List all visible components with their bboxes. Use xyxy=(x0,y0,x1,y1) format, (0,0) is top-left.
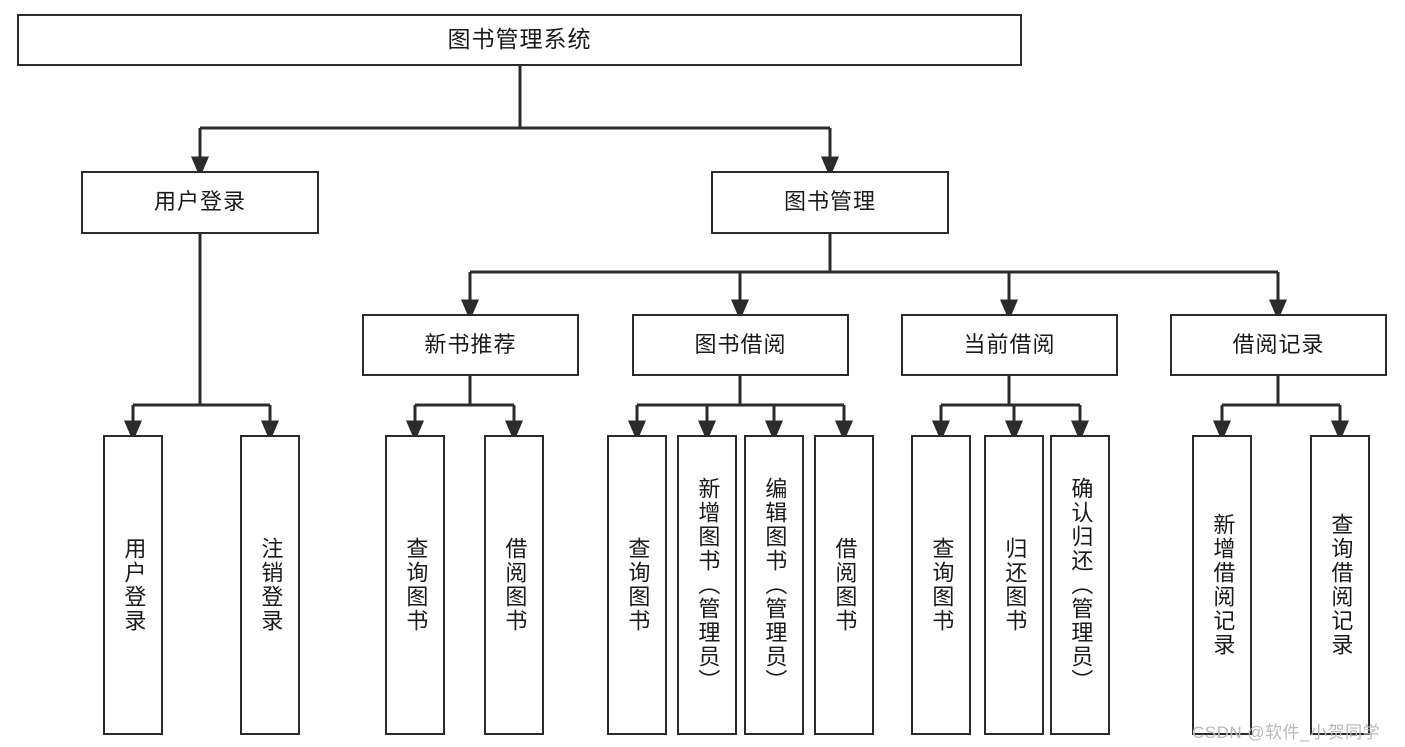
leaf-add-borrow-record-label: 新增借阅记录 xyxy=(1210,513,1236,657)
leaf-query-book-borrow-label: 查询图书 xyxy=(625,537,651,633)
leaf-add-book-label: 新增图书（管理员） xyxy=(695,477,721,693)
leaf-confirm-return[interactable]: 确认归还（管理员） xyxy=(1050,435,1110,735)
leaf-user-login[interactable]: 用户登录 xyxy=(103,435,163,735)
node-new-book-recommend-label: 新书推荐 xyxy=(424,331,517,357)
leaf-query-borrow-record[interactable]: 查询借阅记录 xyxy=(1310,435,1370,735)
node-root-system[interactable]: 图书管理系统 xyxy=(17,14,1022,66)
leaf-borrow-book[interactable]: 借阅图书 xyxy=(814,435,874,735)
leaf-query-borrow-record-label: 查询借阅记录 xyxy=(1328,513,1354,657)
leaf-edit-book[interactable]: 编辑图书（管理员） xyxy=(744,435,804,735)
leaf-confirm-return-label: 确认归还（管理员） xyxy=(1068,477,1094,693)
node-book-manage-label: 图书管理 xyxy=(783,189,876,215)
node-book-manage[interactable]: 图书管理 xyxy=(711,171,949,234)
leaf-query-book-recommend-label: 查询图书 xyxy=(403,537,429,633)
node-book-borrow[interactable]: 图书借阅 xyxy=(632,314,849,376)
node-new-book-recommend[interactable]: 新书推荐 xyxy=(362,314,579,376)
leaf-user-logout[interactable]: 注销登录 xyxy=(240,435,300,735)
leaf-query-book-current[interactable]: 查询图书 xyxy=(911,435,971,735)
leaf-return-book[interactable]: 归还图书 xyxy=(984,435,1044,735)
leaf-query-book-current-label: 查询图书 xyxy=(929,537,955,633)
node-borrow-record-label: 借阅记录 xyxy=(1232,331,1325,357)
node-user-login-label: 用户登录 xyxy=(153,189,246,215)
leaf-add-borrow-record[interactable]: 新增借阅记录 xyxy=(1192,435,1252,735)
leaf-borrow-book-label: 借阅图书 xyxy=(832,537,858,633)
node-book-borrow-label: 图书借阅 xyxy=(694,331,787,357)
leaf-borrow-book-recommend[interactable]: 借阅图书 xyxy=(484,435,544,735)
watermark-text: CSDN @软件_小贺同学 xyxy=(1192,723,1381,742)
node-current-borrow[interactable]: 当前借阅 xyxy=(901,314,1118,376)
node-current-borrow-label: 当前借阅 xyxy=(963,331,1056,357)
leaf-user-logout-label: 注销登录 xyxy=(258,537,284,633)
leaf-add-book[interactable]: 新增图书（管理员） xyxy=(677,435,737,735)
leaf-query-book-recommend[interactable]: 查询图书 xyxy=(385,435,445,735)
leaf-edit-book-label: 编辑图书（管理员） xyxy=(762,477,788,693)
leaf-query-book-borrow[interactable]: 查询图书 xyxy=(607,435,667,735)
node-user-login[interactable]: 用户登录 xyxy=(81,171,319,234)
leaf-return-book-label: 归还图书 xyxy=(1002,537,1028,633)
node-root-label: 图书管理系统 xyxy=(447,26,592,53)
leaf-user-login-label: 用户登录 xyxy=(121,537,147,633)
leaf-borrow-book-recommend-label: 借阅图书 xyxy=(502,537,528,633)
node-borrow-record[interactable]: 借阅记录 xyxy=(1170,314,1387,376)
